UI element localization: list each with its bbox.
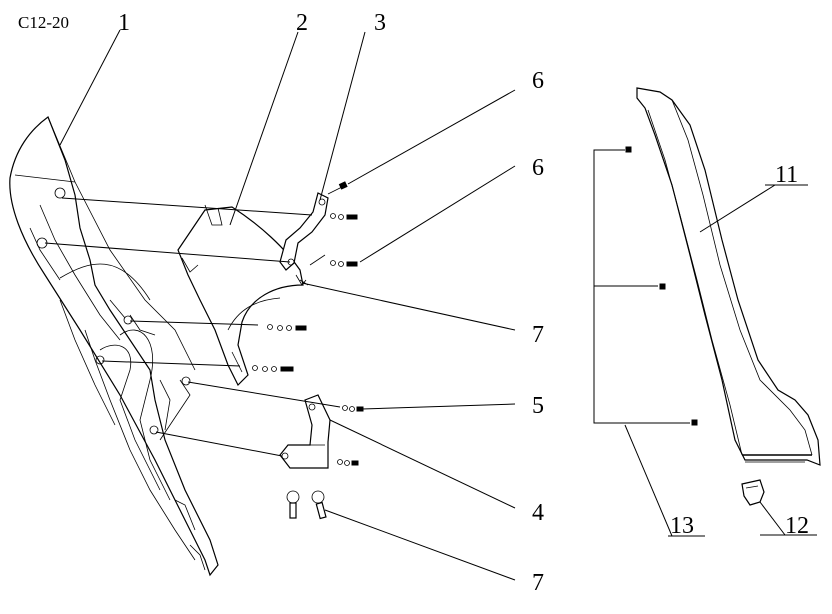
leader-6b (359, 165, 516, 263)
leader-4 (329, 419, 516, 509)
assembly-leader-lines (44, 197, 341, 457)
leader-1 (59, 29, 121, 146)
leader-3 (319, 31, 366, 201)
leader-11 (699, 184, 776, 233)
part-4-mounting-plate (279, 394, 331, 469)
part-11-trim-piece (636, 87, 821, 466)
leader-13 (624, 424, 673, 537)
leader-5 (361, 403, 516, 410)
leader-12 (759, 501, 786, 536)
callout-12: 12 (785, 513, 809, 539)
callout-4: 4 (532, 500, 544, 526)
callout-7b: 7 (532, 570, 544, 596)
part-2-inner-cover (177, 204, 304, 387)
callout-3: 3 (374, 10, 386, 36)
callout-leaders (59, 29, 817, 581)
callout-2: 2 (296, 10, 308, 36)
leader-6a (347, 89, 516, 185)
part-13-clip-bracket (593, 146, 698, 426)
callout-numbers: 1 2 3 6 6 7 5 4 7 11 12 13 (118, 10, 809, 596)
callout-11: 11 (775, 162, 798, 188)
leader-7b (324, 509, 516, 581)
callout-6a: 6 (532, 68, 544, 94)
callout-13: 13 (670, 513, 694, 539)
callout-1: 1 (118, 10, 130, 36)
part-12-clip (741, 479, 765, 506)
leader-2 (229, 31, 299, 226)
callout-5: 5 (532, 393, 544, 419)
part-3-bracket (279, 192, 329, 286)
callout-6b: 6 (532, 155, 544, 181)
part-1-corner-panel (9, 116, 219, 577)
figure-code-label: C12-20 (18, 13, 69, 32)
leader-7a (301, 282, 516, 331)
callout-7a: 7 (532, 322, 544, 348)
fasteners (252, 181, 364, 520)
